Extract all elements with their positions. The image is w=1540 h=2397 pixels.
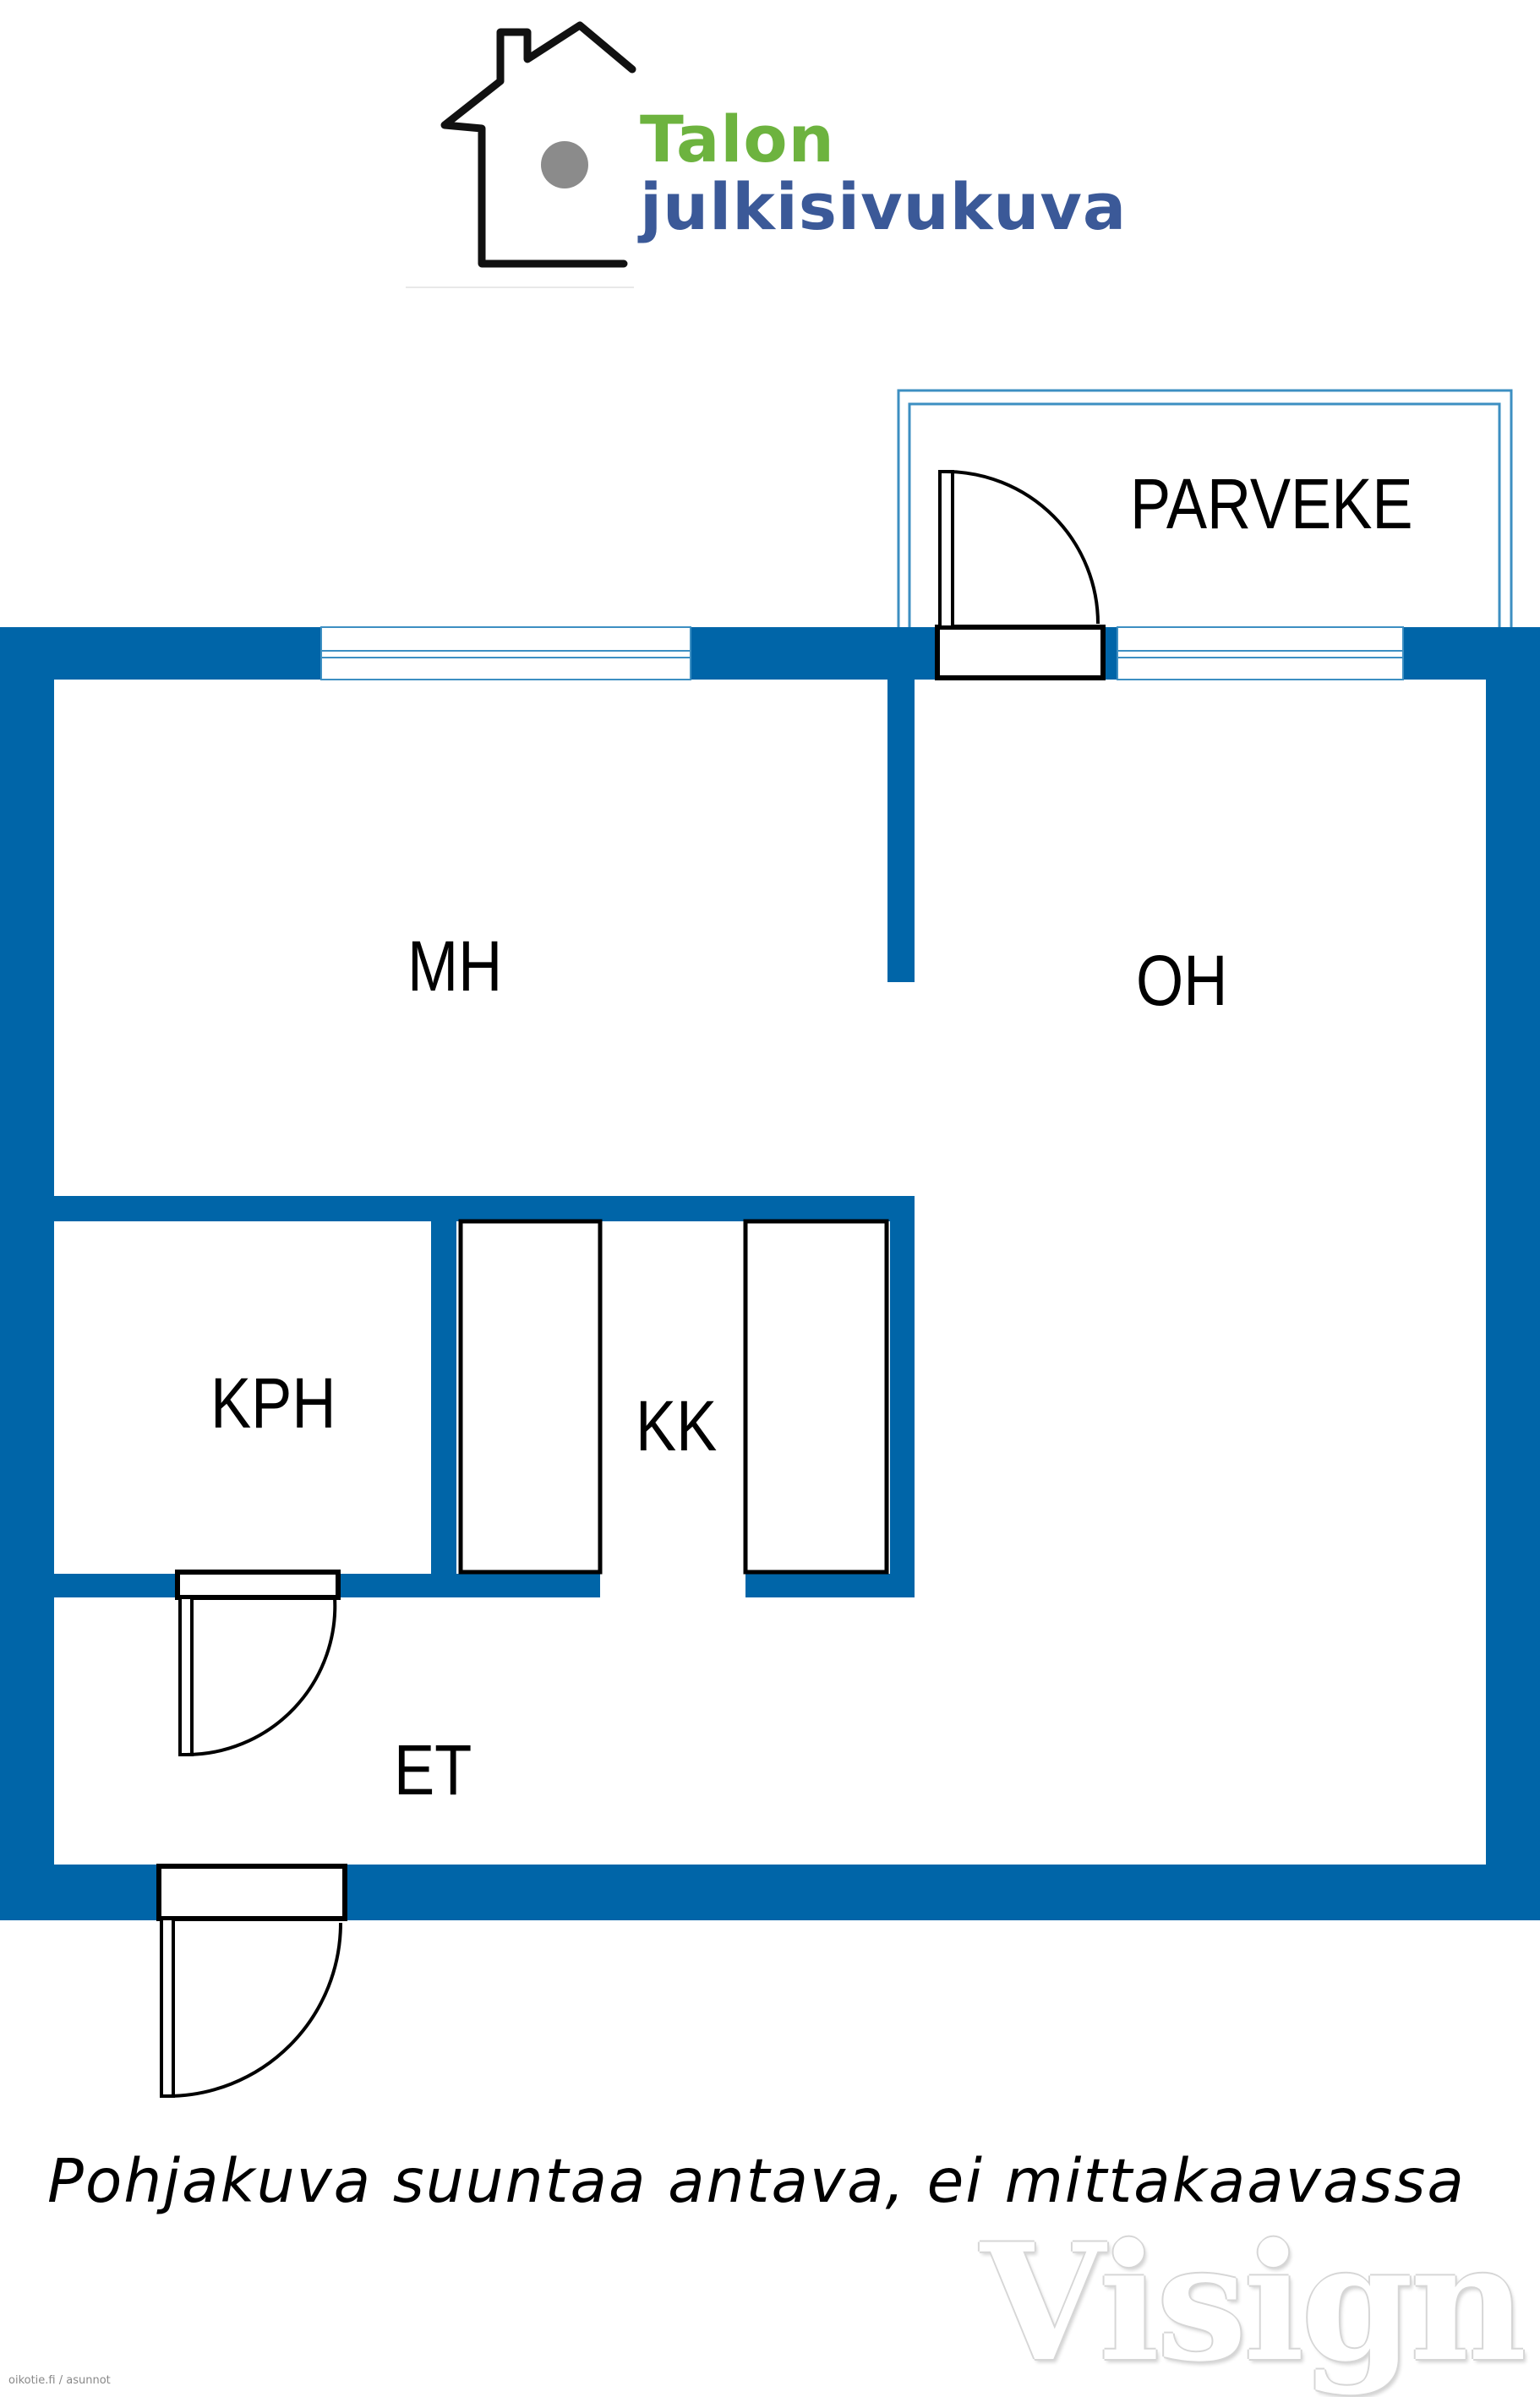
logo-title: Talon [640,101,835,177]
room-label-oh: OH [1136,941,1228,1020]
room-label-et: ET [394,1730,472,1810]
kitchen-cabinets [458,1219,889,1575]
inner-walls [54,680,915,1597]
disclaimer-caption: Pohjakuva suuntaa antava, ei mittakaavas… [47,2146,1466,2216]
outer-walls [0,627,1540,1920]
balcony-outline [897,389,1513,627]
room-label-kph: KPH [210,1363,336,1443]
house-icon [440,21,636,268]
entrance-door [156,1864,347,2098]
window-oh [1117,626,1404,680]
logo-subtitle: julkisivukuva [640,169,1128,244]
room-label-mh: MH [407,926,503,1006]
window-mh [320,626,691,680]
watermark: Visign [980,2209,1526,2397]
bathroom-door [175,1570,341,1757]
room-label-kk: KK [636,1386,718,1466]
room-label-parveke: PARVEKE [1130,464,1413,543]
source-credit: oikotie.fi / asunnot [8,2374,111,2387]
balcony-door [935,470,1106,680]
